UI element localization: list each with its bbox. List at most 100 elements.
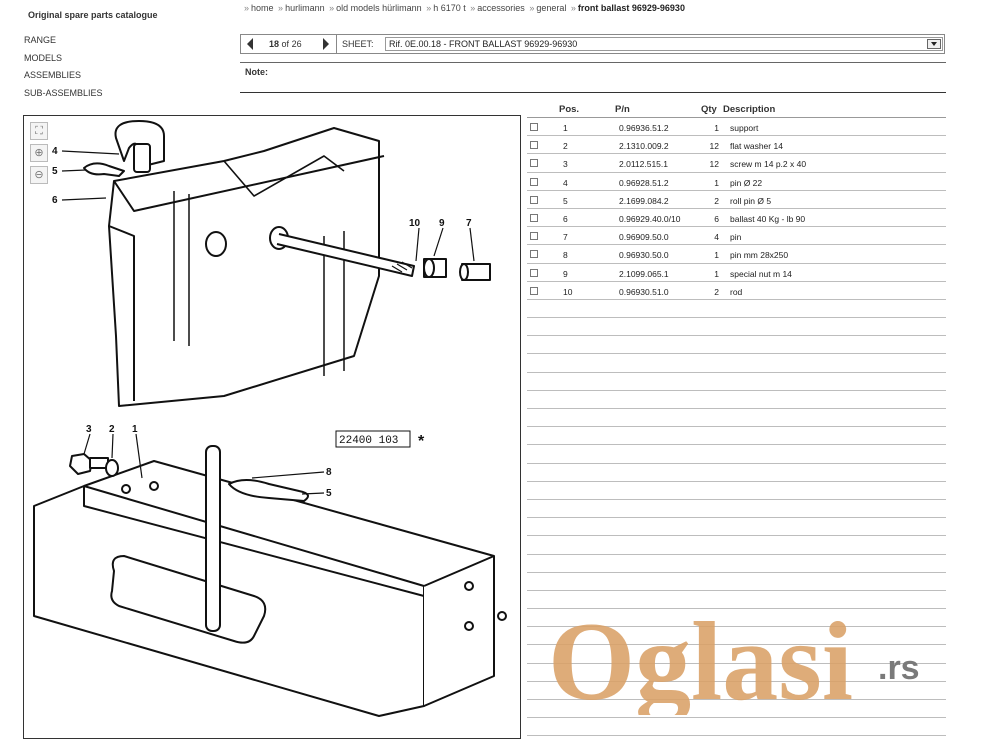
empty-row	[527, 354, 946, 373]
callout-label: 7	[466, 218, 472, 229]
drawing-svg: 4 5 6 10 9 7 3 2 1 8 5 22400 103 *	[33, 120, 507, 717]
cell-pos: 6	[563, 213, 568, 224]
callout-label: 10	[409, 218, 421, 229]
cell-part-number: 2.1099.065.1	[619, 268, 669, 279]
sheet-select[interactable]: Rif. 0E.00.18 - FRONT BALLAST 96929-9693…	[385, 37, 943, 51]
table-row[interactable]: 2 2.1310.009.2 12 flat washer 14	[527, 136, 946, 155]
breadcrumb-separator: »	[329, 3, 335, 13]
fit-to-screen-icon[interactable]: ⛶	[30, 122, 48, 140]
cell-pos: 10	[563, 286, 573, 297]
cell-description: pin mm 28x250	[730, 250, 789, 261]
header-pn: P/n	[615, 104, 630, 115]
empty-row	[527, 373, 946, 391]
cell-description: flat washer 14	[730, 141, 783, 152]
empty-row	[527, 700, 946, 719]
drawing-reference: 22400 103	[339, 435, 398, 447]
empty-row	[527, 573, 946, 591]
previous-sheet-icon[interactable]	[247, 38, 253, 50]
sheet-of-label: of	[281, 39, 290, 49]
cell-qty: 1	[714, 123, 719, 133]
nav-range[interactable]: RANGE	[24, 35, 57, 45]
divider	[336, 35, 337, 53]
callout-label: 5	[52, 166, 58, 177]
cell-qty: 1	[714, 177, 719, 188]
cell-part-number: 2.1310.009.2	[619, 141, 669, 152]
cell-description: pin	[730, 232, 742, 243]
cell-description: support	[730, 123, 759, 133]
row-checkbox[interactable]	[530, 232, 538, 241]
row-checkbox[interactable]	[530, 250, 538, 259]
row-checkbox[interactable]	[530, 123, 538, 131]
nav-models[interactable]: MODELS	[24, 52, 63, 63]
left-navigation: RANGE MODELS ASSEMBLIES SUB-ASSEMBLIES	[24, 34, 103, 104]
empty-row	[527, 300, 946, 319]
row-checkbox[interactable]	[530, 286, 538, 295]
empty-row	[527, 464, 946, 482]
empty-row	[527, 682, 946, 700]
cell-description: rod	[730, 286, 743, 297]
cell-description: pin Ø 22	[730, 177, 763, 188]
callout-label: 6	[52, 195, 58, 206]
callout-label: 1	[132, 424, 138, 435]
cell-pos: 7	[563, 232, 568, 243]
row-checkbox[interactable]	[530, 141, 538, 150]
exploded-drawing: ⛶ ⊕ ⊖	[23, 115, 521, 739]
table-row[interactable]: 10 0.96930.51.0 2 rod	[527, 282, 946, 300]
cell-part-number: 0.96930.51.0	[619, 286, 669, 297]
breadcrumb-separator: »	[470, 3, 476, 13]
breadcrumb-model[interactable]: h 6170 t	[433, 3, 466, 13]
row-checkbox[interactable]	[530, 159, 538, 168]
empty-row	[527, 518, 946, 537]
ballast-hole	[205, 231, 227, 257]
nav-sub-assemblies[interactable]: SUB-ASSEMBLIES	[24, 87, 103, 98]
cell-qty: 12	[709, 141, 719, 152]
callout-label: 9	[439, 218, 445, 229]
note-label: Note:	[245, 67, 268, 77]
row-checkbox[interactable]	[530, 177, 538, 186]
empty-row	[527, 409, 946, 428]
empty-row	[527, 336, 946, 355]
breadcrumb-separator: »	[244, 3, 250, 13]
cell-qty: 4	[714, 232, 719, 243]
cell-part-number: 2.0112.515.1	[619, 159, 668, 170]
row-checkbox[interactable]	[530, 268, 538, 277]
header-pos: Pos.	[559, 104, 580, 115]
cell-description: ballast 40 Kg - lb 90	[730, 213, 806, 224]
breadcrumb-group[interactable]: accessories	[477, 3, 525, 13]
cell-pos: 2	[563, 141, 568, 152]
empty-row	[527, 482, 946, 500]
cell-pos: 3	[563, 159, 568, 170]
nav-assemblies[interactable]: ASSEMBLIES	[24, 70, 82, 80]
watermark-suffix: .rs	[878, 649, 920, 687]
empty-row	[527, 500, 946, 519]
zoom-out-icon[interactable]: ⊖	[30, 166, 48, 184]
cell-qty: 6	[714, 213, 719, 224]
empty-row	[527, 445, 946, 464]
breadcrumb-home[interactable]: home	[251, 3, 274, 13]
rod	[276, 233, 415, 277]
breadcrumb-series[interactable]: old models hürlimann	[336, 3, 422, 13]
breadcrumb-current: front ballast 96929-96930	[577, 3, 685, 13]
row-checkbox[interactable]	[530, 213, 538, 222]
next-sheet-icon[interactable]	[323, 38, 329, 50]
callout-label: 3	[86, 424, 92, 435]
breadcrumb-subgroup[interactable]: general	[536, 3, 567, 13]
cell-pos: 4	[563, 177, 568, 188]
breadcrumb-brand[interactable]: hurlimann	[285, 3, 325, 13]
note-box: Note:	[240, 62, 946, 93]
row-checkbox[interactable]	[530, 195, 538, 204]
chevron-down-icon[interactable]	[927, 39, 941, 49]
cell-qty: 2	[714, 286, 719, 297]
cell-part-number: 0.96930.50.0	[619, 250, 669, 261]
zoom-in-icon[interactable]: ⊕	[30, 144, 48, 162]
sheet-current: 18	[269, 39, 280, 49]
empty-row	[527, 591, 946, 610]
